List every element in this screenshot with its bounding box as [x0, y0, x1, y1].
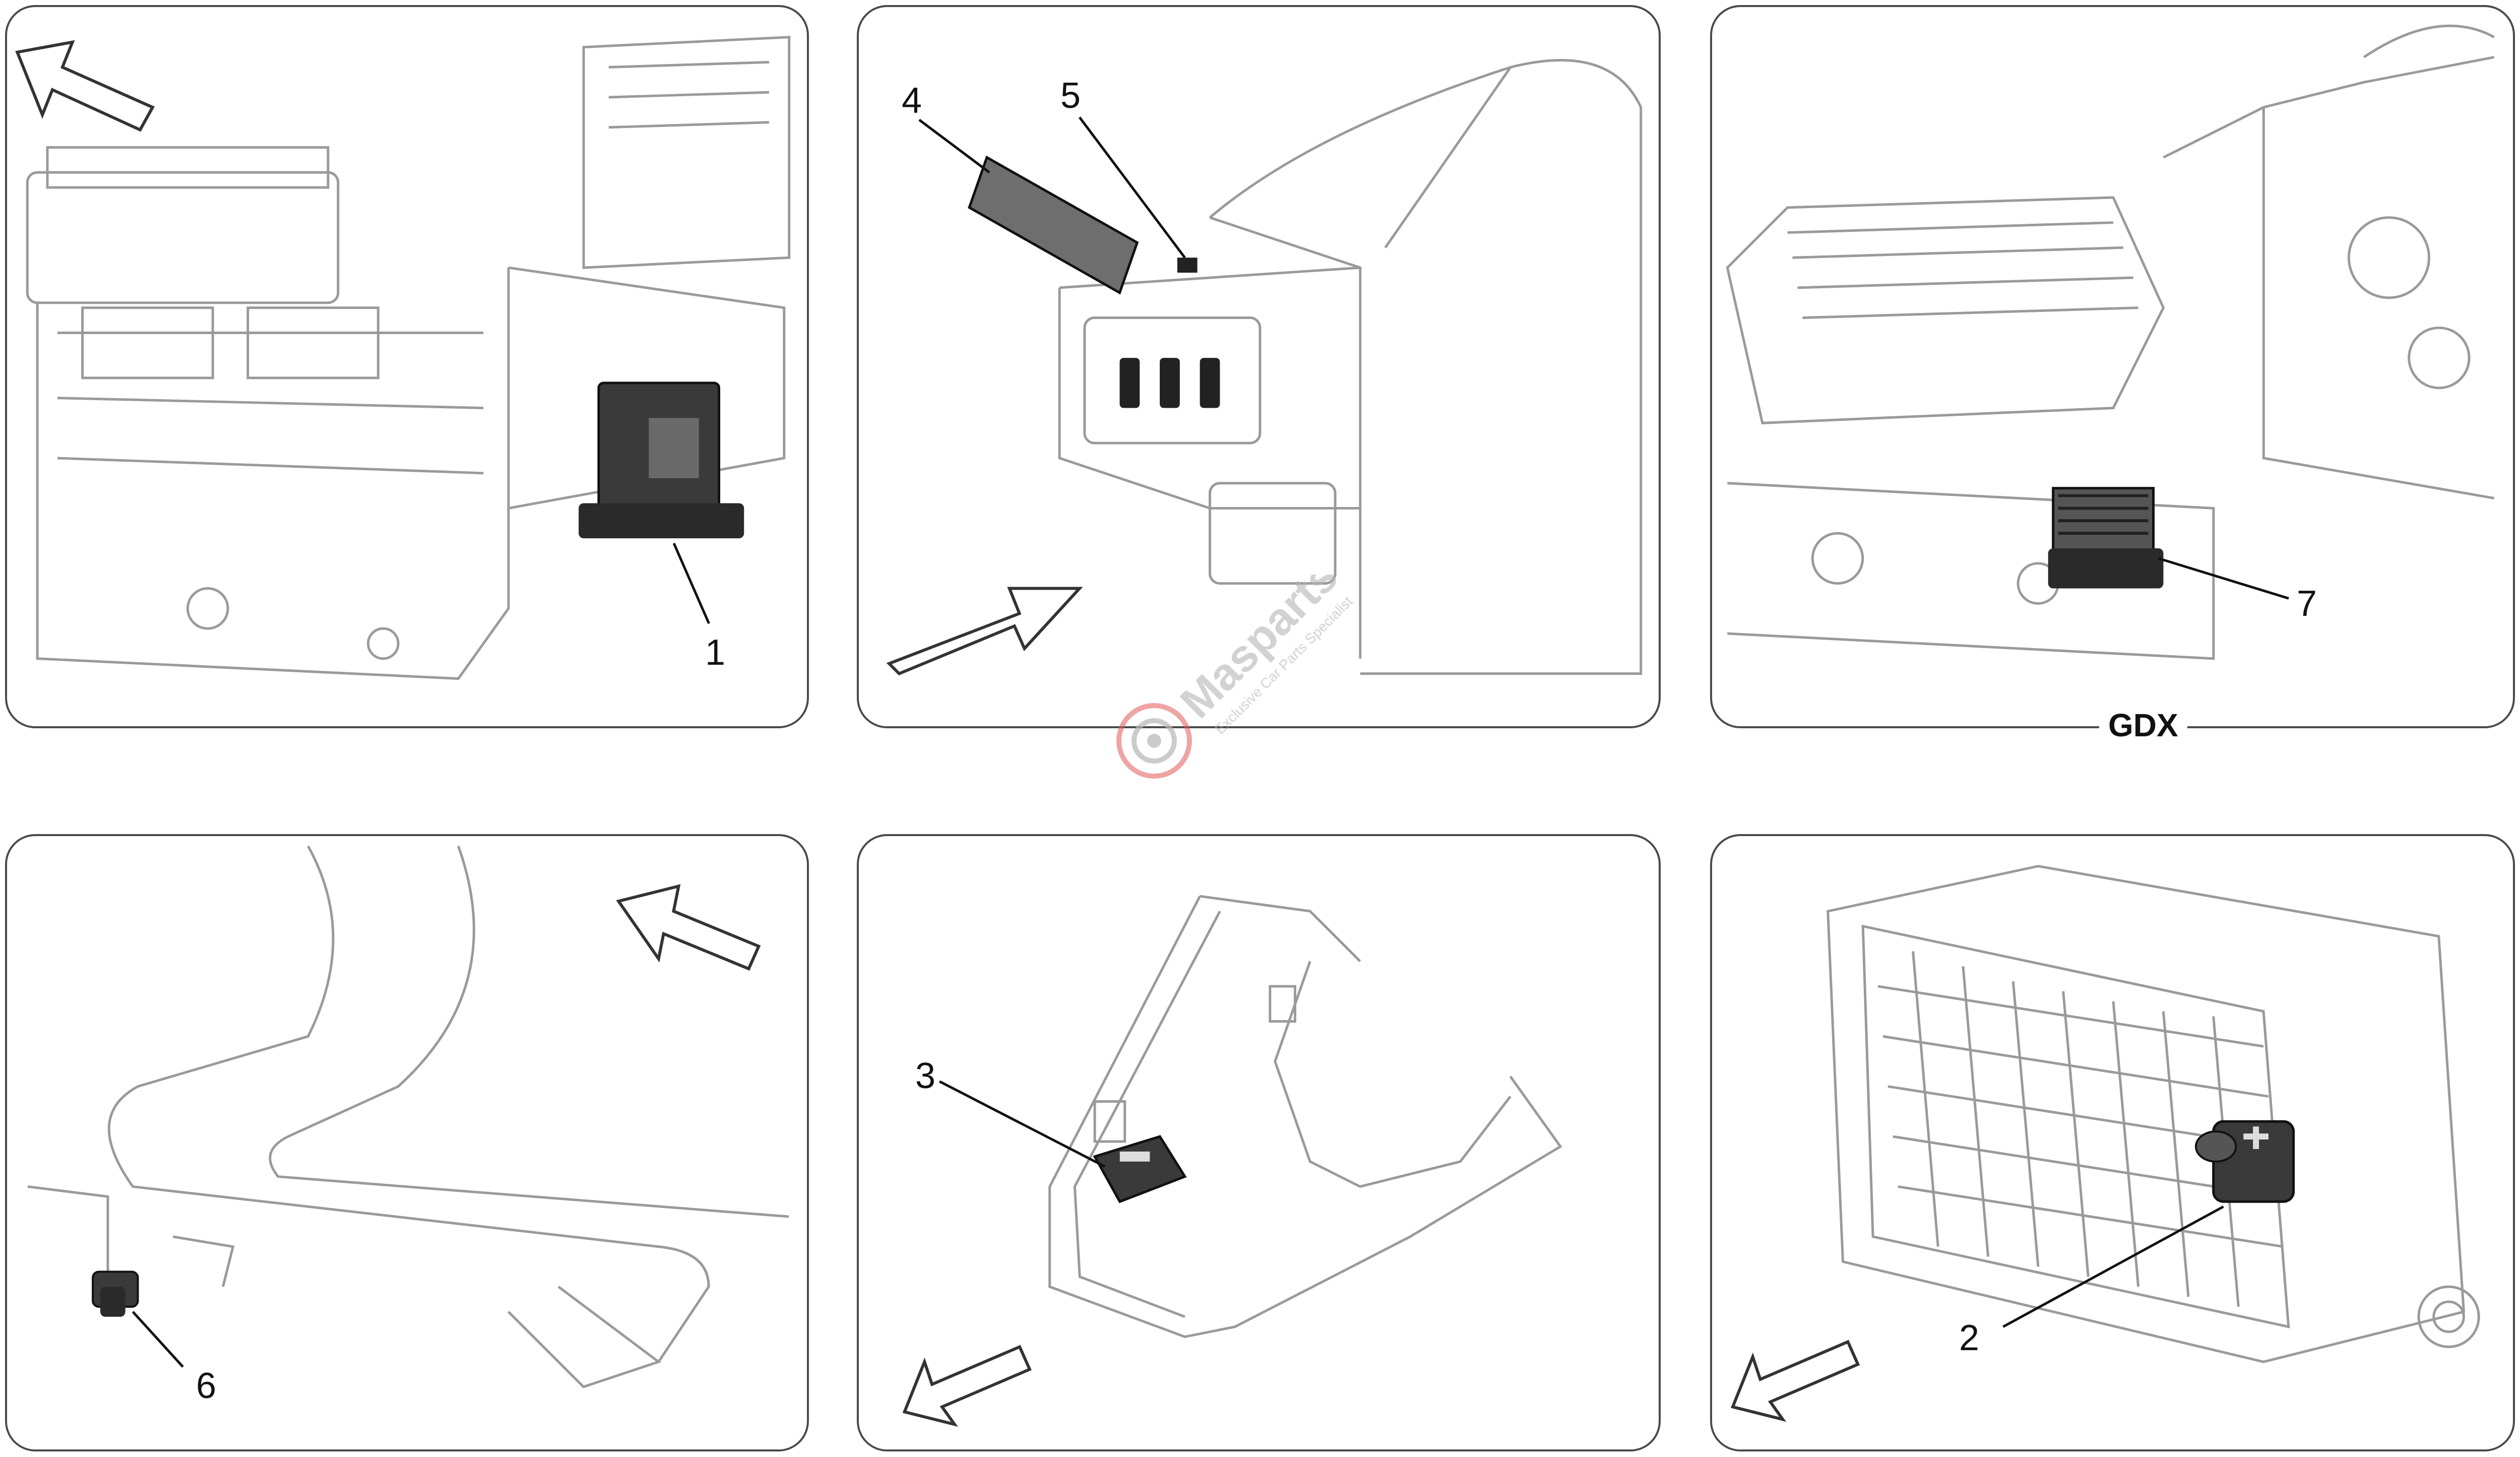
callout-1: 1 — [705, 632, 726, 673]
part-1-control-module — [579, 382, 744, 539]
leader-line-2 — [2002, 1205, 2224, 1328]
leader-line-3 — [939, 1080, 1106, 1168]
panel-console-bracket: 3 — [857, 834, 1661, 1451]
part-7-blower-resistor — [2048, 487, 2164, 589]
direction-arrow — [1730, 1340, 1860, 1422]
leader-line-4 — [918, 118, 990, 174]
part-4-filter — [968, 155, 1139, 295]
panel-blower-resistor: 7 — [1710, 5, 2515, 728]
direction-arrow — [902, 1345, 1032, 1427]
callout-4: 4 — [902, 81, 922, 121]
panel-hvac-unit: 1 — [5, 5, 809, 728]
air-vent-drawing — [1730, 865, 2480, 1422]
masparts-watermark: Masparts Exclusive Car Parts Specialist — [1116, 575, 1356, 779]
part-3-switch — [1093, 1135, 1187, 1203]
leader-line-5 — [1079, 116, 1186, 259]
center-console-drawing — [886, 59, 1643, 676]
direction-arrow — [616, 884, 761, 971]
gear-logo-icon — [1116, 703, 1192, 779]
callout-7: 7 — [2297, 584, 2317, 624]
panel-center-console: 4 5 — [857, 5, 1661, 728]
panel-footwell-duct: 6 — [5, 834, 809, 1451]
callout-2: 2 — [1959, 1318, 1980, 1358]
part-2-temperature-sensor — [2194, 1120, 2295, 1203]
hvac-unit-drawing — [15, 36, 791, 680]
footwell-duct-drawing — [27, 845, 789, 1388]
part-5-sensor — [1177, 258, 1198, 273]
leader-line-7 — [2158, 557, 2289, 600]
console-vents — [1119, 358, 1220, 408]
variant-label: GDX — [2099, 709, 2187, 741]
leader-line-6 — [132, 1311, 184, 1368]
panel-vent-sensor: 2 — [1710, 834, 2515, 1451]
dashboard-ducting-drawing — [1726, 24, 2495, 660]
callout-6: 6 — [196, 1366, 217, 1406]
callout-5: 5 — [1060, 76, 1081, 116]
direction-arrow — [886, 587, 1083, 676]
leader-line-1 — [672, 543, 710, 624]
console-bracket-drawing — [902, 895, 1562, 1427]
direction-arrow — [15, 40, 155, 132]
callout-3: 3 — [915, 1056, 936, 1096]
part-6-sensor — [92, 1271, 139, 1317]
watermark-brand: Masparts — [1171, 575, 1347, 728]
